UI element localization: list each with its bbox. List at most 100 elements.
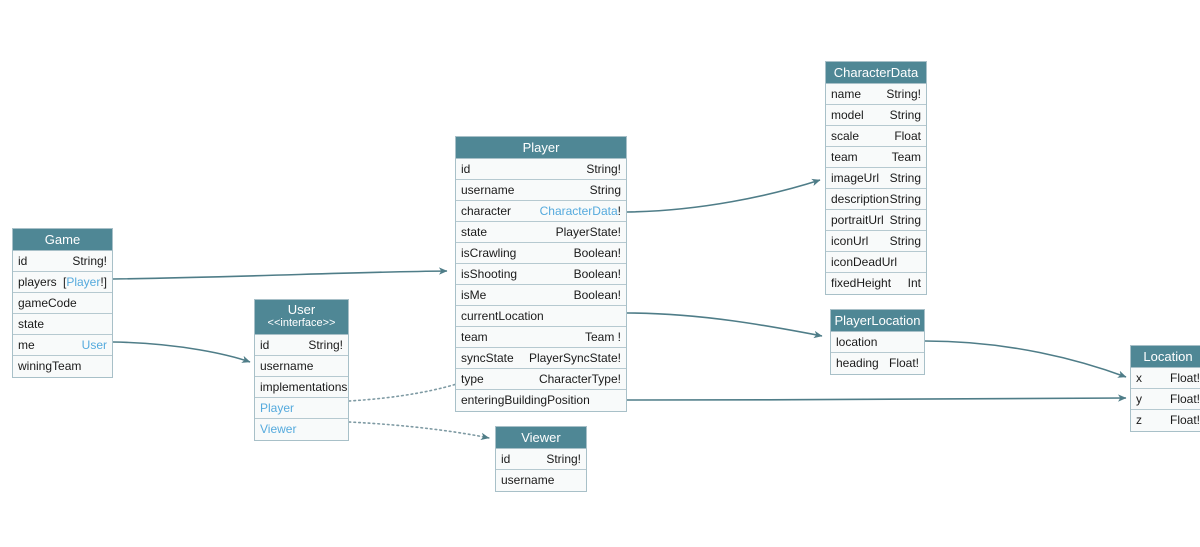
field-player-currentlocation[interactable]: currentLocation PlayerLocation! [456, 306, 626, 327]
field-name: portraitUrl [831, 213, 884, 227]
entity-location[interactable]: Location x Float! y Float! z Float! [1130, 345, 1200, 432]
field-game-gamecode[interactable]: gameCode String! [13, 293, 112, 314]
field-type: Location [576, 410, 621, 411]
field-player-isme[interactable]: isMe Boolean! [456, 285, 626, 306]
field-type: [Player!] [62, 275, 107, 289]
field-viewer-id[interactable]: id String! [496, 449, 586, 470]
field-user-implementation-viewer[interactable]: Viewer [255, 419, 348, 440]
field-name: state [18, 317, 45, 331]
field-name: z [1136, 413, 1142, 427]
field-name: gameCode [18, 296, 77, 310]
entity-playerlocation[interactable]: PlayerLocation location Location! headin… [830, 309, 925, 375]
field-type: String [889, 213, 921, 227]
field-name: me [18, 338, 35, 352]
field-location-z[interactable]: z Float! [1131, 410, 1200, 431]
field-player-enteringbuildingposition[interactable]: enteringBuildingPosition Location [456, 390, 626, 411]
edge-user-implements-viewer [348, 421, 490, 441]
field-name: y [1136, 392, 1142, 406]
field-user-implementation-player[interactable]: Player [255, 398, 348, 419]
entity-user[interactable]: User <<interface>> id String! username S… [254, 299, 349, 441]
field-name: location [836, 335, 878, 349]
field-type: CharacterData! [539, 204, 621, 218]
field-type: String! [586, 162, 621, 176]
edge-player-character-to-characterdata [626, 178, 821, 213]
field-user-username[interactable]: username String [255, 356, 348, 377]
field-name: iconUrl [831, 234, 869, 248]
field-player-id[interactable]: id String! [456, 159, 626, 180]
entity-characterdata[interactable]: CharacterData name String! model String … [825, 61, 927, 295]
field-user-implementations-label: implementations [255, 377, 348, 398]
entity-player-title: Player [456, 137, 626, 159]
field-characterdata-name[interactable]: name String! [826, 84, 926, 105]
field-type: PlayerSyncState! [528, 351, 621, 365]
field-location-y[interactable]: y Float! [1131, 389, 1200, 410]
field-type: Int [907, 276, 921, 290]
field-player-character[interactable]: character CharacterData! [456, 201, 626, 222]
field-type: Float! [1169, 371, 1200, 385]
field-characterdata-description[interactable]: description String [826, 189, 926, 210]
edge-game-me-to-user [112, 341, 251, 363]
field-game-players[interactable]: players [Player!] [13, 272, 112, 293]
field-user-id[interactable]: id String! [255, 335, 348, 356]
field-type: Float! [1169, 392, 1200, 406]
field-name: model [831, 108, 864, 122]
field-viewer-username[interactable]: username String [496, 470, 586, 491]
field-name: username [461, 183, 515, 197]
field-name: heading [836, 356, 879, 370]
field-player-isshooting[interactable]: isShooting Boolean! [456, 264, 626, 285]
entity-player[interactable]: Player id String! username String charac… [455, 136, 627, 412]
field-name: imageUrl [831, 171, 880, 185]
field-game-state[interactable]: state GameState! [13, 314, 112, 335]
field-game-id[interactable]: id String! [13, 251, 112, 272]
field-characterdata-iconurl[interactable]: iconUrl String [826, 231, 926, 252]
field-game-me[interactable]: me User [13, 335, 112, 356]
field-name: state [461, 225, 488, 239]
field-game-winingteam[interactable]: winingTeam Team [13, 356, 112, 377]
field-type: Float! [1169, 413, 1200, 427]
field-characterdata-imageurl[interactable]: imageUrl String [826, 168, 926, 189]
entity-location-title: Location [1131, 346, 1200, 368]
field-name: id [18, 254, 28, 268]
field-name: id [260, 338, 270, 352]
field-player-username[interactable]: username String [456, 180, 626, 201]
field-name: isCrawling [461, 246, 517, 260]
field-name: players [18, 275, 57, 289]
field-type: String [550, 490, 581, 491]
field-name: description [831, 192, 890, 206]
field-name: type [461, 372, 484, 386]
field-name: currentLocation [461, 309, 544, 323]
entity-game[interactable]: Game id String! players [Player!] gameCo… [12, 228, 113, 378]
field-characterdata-portraiturl[interactable]: portraitUrl String [826, 210, 926, 231]
field-characterdata-team[interactable]: team Team [826, 147, 926, 168]
entity-viewer[interactable]: Viewer id String! username String [495, 426, 587, 492]
field-characterdata-fixedheight[interactable]: fixedHeight Int [826, 273, 926, 294]
field-name: isShooting [461, 267, 518, 281]
field-player-team[interactable]: team Team ! [456, 327, 626, 348]
field-type: Team [78, 376, 107, 377]
field-type: PlayerState! [555, 225, 621, 239]
field-type: String! [546, 452, 581, 466]
field-playerlocation-location[interactable]: location Location! [831, 332, 924, 353]
field-location-x[interactable]: x Float! [1131, 368, 1200, 389]
type-link: CharacterData [539, 204, 618, 218]
field-characterdata-scale[interactable]: scale Float [826, 126, 926, 147]
field-player-syncstate[interactable]: syncState PlayerSyncState! [456, 348, 626, 369]
field-type: Boolean! [573, 288, 621, 302]
field-type: Float [894, 129, 921, 143]
field-player-iscrawling[interactable]: isCrawling Boolean! [456, 243, 626, 264]
field-type: String [889, 108, 921, 122]
implementation-link: Player [260, 401, 295, 415]
field-player-state[interactable]: state PlayerState! [456, 222, 626, 243]
field-player-type[interactable]: type CharacterType! [456, 369, 626, 390]
edge-player-currentlocation-to-playerlocation [626, 312, 823, 339]
field-name: team [831, 150, 858, 164]
entity-user-title: User <<interface>> [255, 300, 348, 335]
field-name: iconDeadUrl [831, 255, 898, 269]
field-characterdata-model[interactable]: model String [826, 105, 926, 126]
field-type: String [889, 192, 921, 206]
field-name: winingTeam [18, 359, 82, 373]
edge-playerlocation-location-to-location [924, 340, 1127, 378]
implementation-link: Viewer [260, 422, 297, 436]
field-characterdata-icondeadurl[interactable]: iconDeadUrl String [826, 252, 926, 273]
field-playerlocation-heading[interactable]: heading Float! [831, 353, 924, 374]
